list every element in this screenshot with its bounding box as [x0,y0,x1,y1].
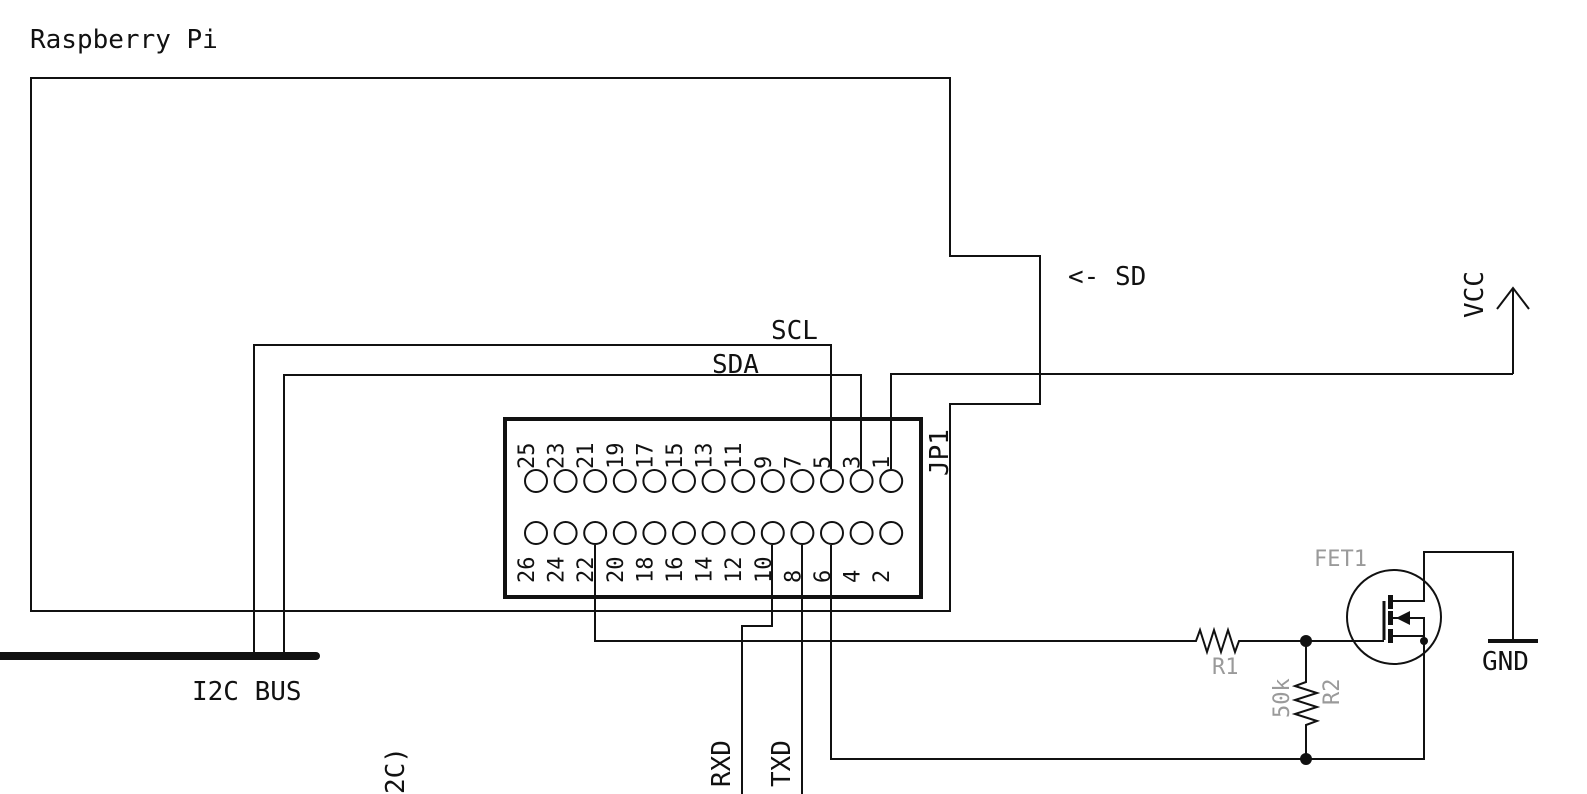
scl-wire [253,344,832,654]
ground-return-wire [830,545,1425,760]
header-pad [790,469,815,493]
txd-label: TXD [767,740,797,787]
header-pad [583,469,608,493]
pin-number: 18 [633,557,658,584]
header-pad [701,521,726,545]
pin-number: 8 [781,570,806,583]
pin-number: 13 [693,443,718,470]
header-pad [849,521,874,545]
pin-number: 7 [781,456,806,469]
pin-number: 6 [811,570,836,583]
board-title: Raspberry Pi [30,25,218,55]
header-pad [524,469,548,493]
pin-number: 19 [604,443,629,470]
header-pad [642,469,667,493]
header-pad [701,469,726,493]
gpio-wire [594,545,1158,642]
jp1-header-body [503,417,923,599]
pin-number: 17 [633,443,658,470]
header-pad [820,521,844,545]
pin-number: 5 [811,456,836,469]
header-pad [731,521,756,545]
header-pad [583,521,608,545]
raspberry-pi-outline [30,77,1041,612]
pin-number: 11 [722,443,747,470]
header-pad [672,469,696,493]
i2c-bus-label: I2C BUS [192,677,302,707]
fet1-label: FET1 [1314,547,1367,572]
pin-number: 20 [604,557,629,584]
fet1-mosfet: FET1 [1306,547,1514,665]
pin-number: 10 [752,557,777,584]
pin-number: 9 [752,456,777,469]
vcc-wire [890,373,1513,469]
partial-label: 2C) [381,747,411,794]
header-pad [790,521,815,545]
header-pad [612,521,637,545]
gnd-symbol: GND [1482,639,1538,677]
pin-number: 3 [841,456,866,469]
sda-wire [283,374,862,654]
pin-number: 23 [545,443,570,470]
resistor-r2: R2 50k [1270,641,1345,759]
pin-number: 25 [515,443,540,470]
scl-label: SCL [771,316,818,346]
header-pad [731,469,756,493]
r2-value: 50k [1270,678,1295,718]
rxd-wire [741,545,773,794]
header-pad [524,521,548,545]
rxd-label: RXD [707,740,737,787]
header-pad [760,521,785,545]
header-pad [612,469,637,493]
header-pad [553,521,578,545]
header-pad [553,469,578,493]
junction-dot [1300,753,1312,765]
pin-number: 4 [841,570,866,583]
pin-number: 15 [663,443,688,470]
header-pad [760,469,785,493]
r2-name: R2 [1320,679,1345,706]
r1-label: R1 [1212,655,1239,680]
header-pad [879,469,904,493]
sda-label: SDA [712,350,759,380]
header-pad [879,521,904,545]
pin-number: 12 [722,557,747,584]
gnd-label: GND [1482,647,1529,677]
header-pad [820,469,844,493]
header-pad [849,469,874,493]
pin-number: 16 [663,557,688,584]
header-pad [642,521,667,545]
sd-label: <- SD [1068,262,1146,292]
pin-number: 21 [574,443,599,470]
vcc-symbol: VCC [1460,271,1530,374]
vcc-label: VCC [1460,271,1490,318]
pin-number: 26 [515,557,540,584]
pin-number: 24 [545,557,570,584]
resistor-r1: R1 [1158,626,1306,680]
header-pad [672,521,696,545]
pin-number: 1 [870,456,895,469]
pin-number: 2 [870,570,895,583]
jp1-name: JP1 [925,429,955,476]
pin-number: 14 [693,557,718,584]
